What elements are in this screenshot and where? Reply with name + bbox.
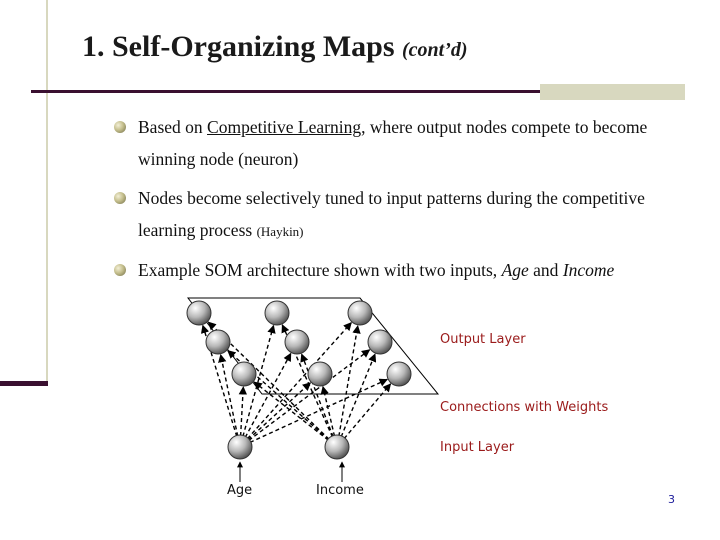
output-node	[186, 300, 212, 326]
weight-connection	[340, 353, 377, 438]
weight-connection	[320, 385, 336, 437]
title-main: 1. Self-Organizing Maps	[82, 30, 395, 63]
competitive-learning-link[interactable]: Competitive Learning	[207, 117, 362, 137]
output-node	[205, 329, 231, 355]
page-number: 3	[668, 493, 675, 506]
bullet-competitive-learning: Based on Competitive Learning, where out…	[114, 111, 698, 175]
output-node	[347, 300, 373, 326]
bullet-3-and: and	[528, 260, 563, 280]
weight-connection	[247, 382, 312, 441]
income-label: Income	[316, 483, 364, 498]
weight-connection	[200, 324, 238, 437]
weight-connection	[238, 386, 248, 437]
left-decor-bar	[46, 0, 48, 386]
age-label: Age	[227, 483, 252, 498]
output-layer-label: Output Layer	[440, 332, 526, 347]
output-node	[367, 329, 393, 355]
weight-connection	[246, 322, 352, 440]
output-node	[231, 361, 257, 387]
output-node	[307, 361, 333, 387]
title-rule	[31, 90, 685, 93]
left-accent-bar	[0, 381, 48, 386]
slide-title: 1. Self-Organizing Maps (cont’d)	[82, 30, 468, 64]
output-node	[264, 300, 290, 326]
weight-connection	[244, 352, 292, 438]
output-node	[284, 329, 310, 355]
bullet-example-som: Example SOM architecture shown with two …	[114, 254, 698, 286]
input-node-age	[227, 434, 253, 460]
bullet-1-pre: Based on	[138, 117, 208, 137]
weight-connection	[300, 353, 334, 437]
output-node	[386, 361, 412, 387]
bullet-2-main: Nodes become selectively tuned to input …	[138, 188, 645, 240]
weight-connection	[253, 381, 329, 441]
weight-connection	[338, 324, 361, 437]
input-layer-label: Input Layer	[440, 440, 515, 455]
bullet-selective-tuning: Nodes become selectively tuned to input …	[114, 182, 698, 248]
bullet-3-income: Income	[562, 260, 615, 280]
title-decor-block	[540, 84, 685, 100]
citation-haykin: (Haykin)	[256, 224, 304, 239]
connections-label: Connections with Weights	[440, 400, 608, 415]
bullet-1-post: , where output nodes compete to become w…	[138, 117, 648, 169]
title-sub: (cont’d)	[402, 39, 468, 61]
weight-connection	[343, 383, 392, 440]
bullet-icon	[114, 192, 126, 204]
bullet-3-pre: Example SOM architecture shown with two …	[138, 260, 502, 280]
bullet-icon	[114, 264, 126, 276]
output-layer-plane	[186, 297, 440, 395]
bullet-icon	[114, 121, 126, 133]
weight-connection	[242, 324, 276, 437]
input-node-income	[324, 434, 350, 460]
bullet-3-age: Age	[501, 260, 529, 280]
